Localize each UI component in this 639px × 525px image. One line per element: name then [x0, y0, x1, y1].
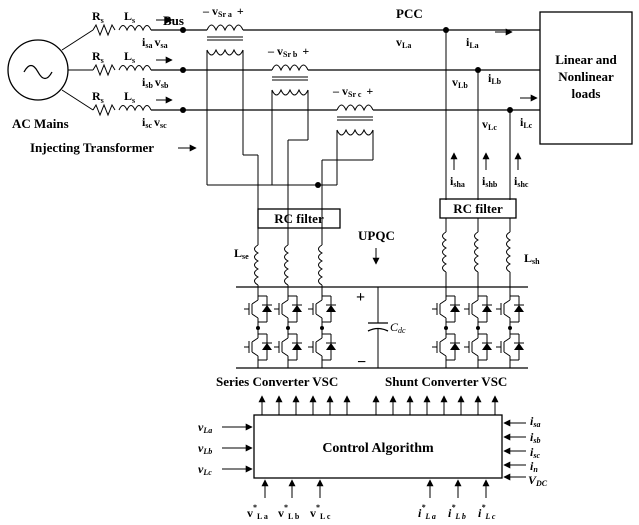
svg-text:Ls: Ls	[124, 89, 135, 105]
svg-text:i*L a: i*L a	[418, 503, 436, 521]
svg-text:Rs: Rs	[92, 9, 104, 25]
svg-text:– vSr c+: – vSr c+	[332, 84, 373, 99]
shunt-current-arrows	[450, 152, 522, 170]
svg-text:v*L a: v*L a	[247, 503, 268, 521]
control-algorithm-block	[253, 414, 503, 479]
series-voltage-labels: – vSr a+ – vSr b+ – vSr c+	[202, 4, 373, 99]
shunt-current-labels: isha ishb ishc	[450, 174, 529, 189]
cdc-label: Cdc	[390, 320, 406, 335]
control-bottom-labels: v*L a v*L b v*L c i*L a i*L b i*L c	[247, 503, 496, 521]
rc-filter-shunt-label: RC filter	[453, 201, 503, 216]
line-current-arrows	[156, 16, 538, 104]
ac-mains-source	[7, 29, 94, 111]
series-vsc-switches	[244, 287, 336, 368]
shunt-wiring	[445, 30, 511, 200]
svg-text:v*L c: v*L c	[310, 503, 331, 521]
svg-text:Ls: Ls	[124, 9, 135, 25]
shunt-vsc-upper-switch-1	[432, 292, 460, 326]
shunt-vsc-label: Shunt Converter VSC	[385, 374, 507, 389]
series-vsc-lower-switch-1	[244, 330, 272, 364]
load-label-line2: Nonlinear	[558, 69, 614, 84]
three-phase-lines	[151, 29, 540, 111]
lsh-label: Lsh	[524, 251, 540, 266]
svg-text:Ls: Ls	[124, 49, 135, 65]
svg-text:isha: isha	[450, 174, 465, 189]
series-vsc-upper-switch-1	[244, 292, 272, 326]
svg-text:ishc: ishc	[514, 174, 529, 189]
dc-plus: +	[356, 289, 365, 306]
control-algorithm-label: Control Algorithm	[322, 441, 434, 456]
svg-text:vLb: vLb	[198, 441, 212, 456]
lse-label: Lse	[234, 246, 249, 261]
injecting-transformer-b	[271, 64, 309, 96]
svg-text:v*L b: v*L b	[278, 503, 300, 521]
svg-text:iLc: iLc	[520, 115, 533, 130]
svg-text:i*L b: i*L b	[448, 503, 466, 521]
control-left-inputs	[222, 423, 253, 473]
series-vsc-lower-switch-3	[308, 330, 336, 364]
svg-text:Rs: Rs	[92, 89, 104, 105]
injecting-transformer-label: Injecting Transformer	[30, 140, 154, 155]
svg-text:ishb: ishb	[482, 174, 498, 189]
svg-text:iLb: iLb	[488, 71, 502, 86]
control-right-inputs	[503, 419, 526, 481]
rc-filter-series-label: RC filter	[274, 211, 324, 226]
shunt-vsc-lower-switch-1	[432, 330, 460, 364]
shunt-vsc-switches	[432, 287, 524, 368]
control-left-labels: vLa vLb vLc	[198, 420, 212, 477]
load-label-line1: Linear and	[555, 52, 617, 67]
svg-text:vLb: vLb	[452, 75, 468, 90]
control-right-labels: isa isb isc in VDC	[528, 414, 548, 488]
upqc-label: UPQC	[358, 228, 395, 243]
dc-minus: −	[357, 354, 366, 371]
rc-filter-series	[257, 208, 341, 229]
svg-text:isb: isb	[530, 430, 540, 445]
svg-text:VDC: VDC	[528, 473, 548, 488]
series-vsc-lower-switch-2	[274, 330, 302, 364]
injecting-transformer-a	[206, 24, 244, 56]
svg-text:– vSr a+: – vSr a+	[202, 4, 244, 19]
svg-text:vLc: vLc	[482, 117, 497, 132]
bus-label: Bus	[163, 13, 184, 28]
shunt-vsc-upper-switch-2	[464, 292, 492, 326]
shunt-vsc-lower-switch-3	[496, 330, 524, 364]
impedance-labels: Rs Ls Rs Ls Rs Ls	[92, 9, 135, 105]
series-vsc-upper-switch-2	[274, 292, 302, 326]
svg-text:isc: isc	[530, 445, 540, 460]
pcc-label: PCC	[396, 6, 423, 21]
series-vsc-label: Series Converter VSC	[216, 374, 338, 389]
control-bottom-inputs	[261, 479, 490, 498]
svg-text:vLc: vLc	[198, 462, 212, 477]
shunt-vsc-lower-switch-2	[464, 330, 492, 364]
gate-signal-arrows	[258, 395, 499, 415]
series-vsc-upper-switch-3	[308, 292, 336, 326]
load-label-line3: loads	[572, 86, 601, 101]
shunt-vsc-upper-switch-3	[496, 292, 524, 326]
svg-text:vLa: vLa	[198, 420, 212, 435]
svg-text:isa: isa	[530, 414, 540, 429]
source-impedances	[92, 23, 152, 117]
series-secondary-wiring	[206, 50, 374, 245]
load-box	[539, 11, 633, 145]
svg-text:i*L c: i*L c	[478, 503, 496, 521]
svg-text:in: in	[530, 459, 538, 474]
shunt-inductors	[442, 218, 512, 300]
svg-text:Rs: Rs	[92, 49, 104, 65]
dc-link	[236, 286, 528, 369]
load-node-labels: vLa iLa vLb iLb vLc iLc	[396, 35, 533, 132]
svg-text:– vSr b+: – vSr b+	[267, 44, 309, 59]
svg-text:iLa: iLa	[466, 35, 479, 50]
svg-text:vLa: vLa	[396, 35, 411, 50]
ac-mains-label: AC Mains	[12, 116, 69, 131]
injecting-transformer-c	[336, 104, 374, 136]
